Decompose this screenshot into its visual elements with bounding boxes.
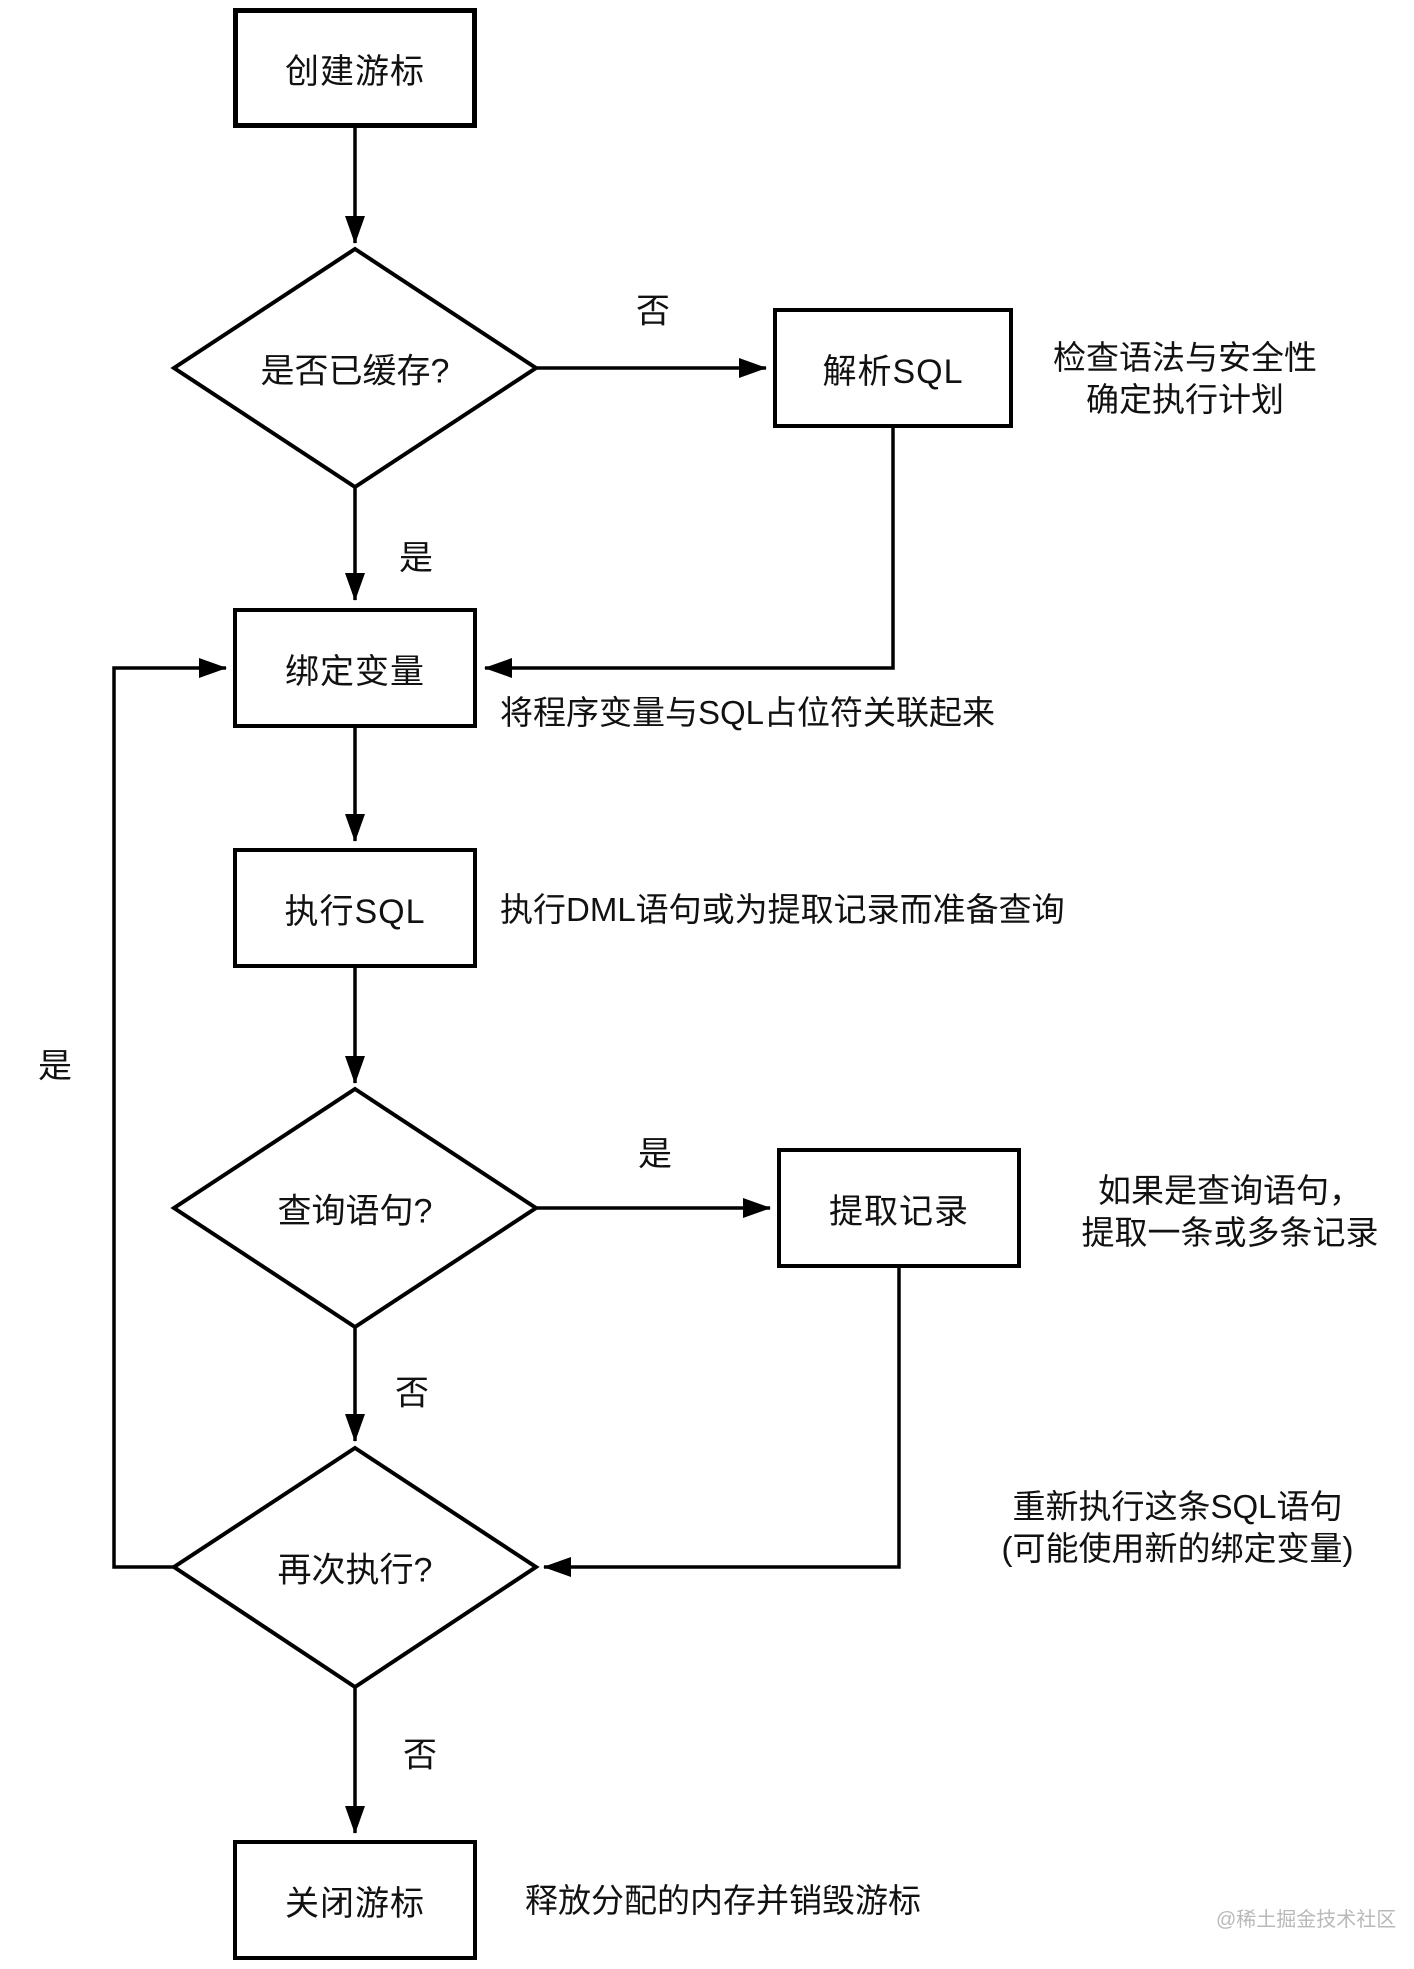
- node-create-cursor-label: 创建游标: [285, 52, 425, 91]
- node-close-cursor-label: 关闭游标: [285, 1884, 425, 1923]
- annotation-again-line1: 重新执行这条SQL语句: [1012, 1488, 1343, 1525]
- annotation-fetch: 如果是查询语句， 提取一条或多条记录: [1050, 1170, 1410, 1254]
- edge-parse-to-bind: [484, 428, 895, 678]
- annotation-parse-line2: 确定执行计划: [1086, 381, 1284, 419]
- annotation-again: 重新执行这条SQL语句 (可能使用新的绑定变量): [940, 1486, 1414, 1570]
- decision-cached-label: 是否已缓存?: [260, 352, 450, 391]
- annotation-close: 释放分配的内存并销毁游标: [525, 1882, 921, 1919]
- edge-label-cached-no: 否: [636, 292, 670, 331]
- decision-again-shape: [170, 1445, 540, 1690]
- node-execute-sql: 执行SQL: [233, 848, 477, 968]
- annotation-parse: 检查语法与安全性 确定执行计划: [1020, 337, 1350, 421]
- node-execute-sql-label: 执行SQL: [284, 892, 426, 931]
- decision-again-label: 再次执行?: [277, 1551, 433, 1590]
- edge-label-cached-yes: 是: [399, 539, 433, 578]
- node-fetch-records: 提取记录: [777, 1148, 1021, 1268]
- annotation-fetch-line2: 提取一条或多条记录: [1081, 1214, 1379, 1252]
- node-bind-variables-label: 绑定变量: [285, 652, 425, 691]
- node-parse-sql-label: 解析SQL: [822, 352, 964, 391]
- edge-fetch-to-again: [543, 1268, 901, 1577]
- node-fetch-records-label: 提取记录: [829, 1192, 969, 1231]
- annotation-exec: 执行DML语句或为提取记录而准备查询: [500, 891, 1065, 928]
- edge-label-again-no: 否: [403, 1736, 437, 1775]
- decision-cached-shape: [170, 246, 540, 490]
- node-create-cursor: 创建游标: [233, 8, 477, 128]
- edge-label-again-yes: 是: [38, 1047, 72, 1086]
- edge-again-yes-loop-to-bind: [112, 658, 227, 1569]
- edge-label-query-no: 否: [395, 1374, 429, 1413]
- node-close-cursor: 关闭游标: [233, 1840, 477, 1960]
- node-parse-sql: 解析SQL: [773, 308, 1013, 428]
- decision-query-shape: [170, 1086, 540, 1330]
- node-bind-variables: 绑定变量: [233, 608, 477, 728]
- decision-query-label: 查询语句?: [277, 1192, 433, 1231]
- annotation-bind: 将程序变量与SQL占位符关联起来: [500, 694, 996, 731]
- watermark-text: @稀土掘金技术社区: [1216, 1909, 1397, 1931]
- annotation-fetch-line1: 如果是查询语句，: [1098, 1172, 1362, 1209]
- annotation-again-line2: (可能使用新的绑定变量): [1001, 1530, 1354, 1568]
- edge-label-query-yes: 是: [638, 1135, 672, 1174]
- annotation-parse-line1: 检查语法与安全性: [1053, 339, 1317, 376]
